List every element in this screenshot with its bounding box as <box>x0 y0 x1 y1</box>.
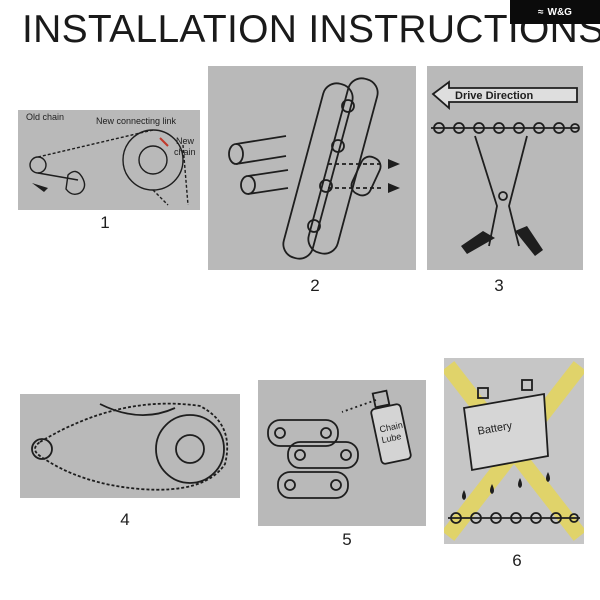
page-title: INSTALLATION INSTRUCTIONS <box>22 8 600 51</box>
step-number-6: 6 <box>512 551 522 570</box>
no-battery-acid-warning-drawing: Battery <box>444 361 584 541</box>
step-number-3: 3 <box>494 276 504 295</box>
step-5-illustration: Chain Lube <box>258 380 426 526</box>
label-old-chain: Old chain <box>26 112 64 122</box>
brand-logo-icon: ≈ <box>538 6 544 18</box>
label-new-chain-1: New <box>176 136 195 146</box>
chain-loop-sprockets-drawing <box>31 402 229 491</box>
label-new-chain-2: chain <box>174 147 196 157</box>
label-drive-direction: Drive Direction <box>455 90 534 102</box>
brand-name: W&G <box>547 6 572 18</box>
chain-sprocket-drawing: Old chain New connecting link New chain <box>26 112 196 206</box>
step-6-illustration: Battery <box>444 358 584 544</box>
label-lube-2: Lube <box>381 431 403 445</box>
step-3-illustration: Drive Direction <box>427 66 583 270</box>
connecting-link-exploded-drawing <box>228 77 400 260</box>
step-number-2: 2 <box>310 276 320 295</box>
step-number-1: 1 <box>100 213 110 232</box>
brand-badge: ≈ W&G <box>510 0 600 24</box>
step-number-5: 5 <box>342 530 352 549</box>
label-connecting-link: New connecting link <box>96 116 177 126</box>
label-lube-1: Chain <box>379 420 404 435</box>
pliers-drive-direction-drawing: Drive Direction <box>431 80 580 256</box>
step-number-4: 4 <box>120 510 130 529</box>
step-4-illustration <box>20 394 240 498</box>
step-1-illustration: Old chain New connecting link New chain <box>18 110 200 210</box>
chain-lube-spray-drawing: Chain Lube <box>267 389 412 499</box>
step-2-illustration <box>208 66 416 270</box>
